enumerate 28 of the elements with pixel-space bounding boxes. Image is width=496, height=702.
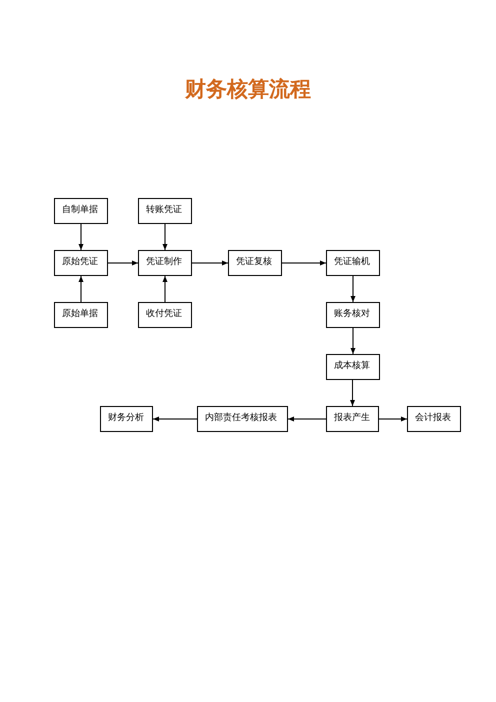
arrow bbox=[350, 380, 355, 406]
process-box: 成本核算 bbox=[326, 354, 380, 380]
title: 财务核算流程 bbox=[185, 77, 311, 103]
process-box: 凭证制作 bbox=[138, 250, 192, 276]
arrow bbox=[378, 416, 408, 422]
process-box: 财务分析 bbox=[100, 406, 153, 432]
process-box: 收付凭证 bbox=[138, 302, 192, 328]
process-box: 账务核对 bbox=[326, 302, 380, 328]
process-box: 原始凭证 bbox=[54, 250, 108, 276]
process-box: 凭证复核 bbox=[228, 250, 282, 276]
process-box: 会计报表 bbox=[407, 406, 461, 432]
arrow bbox=[78, 224, 84, 250]
process-box: 转账凭证 bbox=[138, 198, 192, 224]
arrow bbox=[350, 276, 356, 302]
process-box: 原始单据 bbox=[54, 302, 108, 328]
arrow bbox=[78, 276, 84, 302]
process-box: 自制单据 bbox=[54, 198, 108, 224]
arrow bbox=[282, 260, 326, 266]
arrow bbox=[288, 416, 326, 422]
arrow bbox=[152, 416, 198, 422]
process-box: 报表产生 bbox=[326, 406, 379, 432]
arrow bbox=[162, 224, 168, 250]
arrow bbox=[192, 260, 228, 266]
arrow bbox=[162, 276, 168, 302]
arrow bbox=[108, 260, 138, 266]
process-box: 内部责任考核报表 bbox=[197, 406, 288, 432]
process-box: 凭证输机 bbox=[326, 250, 380, 276]
arrow bbox=[350, 328, 356, 354]
